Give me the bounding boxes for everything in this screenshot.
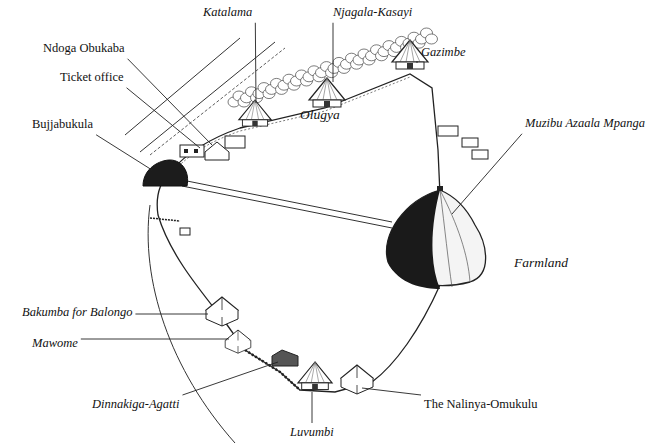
place-label: Luvumbi: [290, 426, 334, 440]
place-label: Farmland: [514, 256, 568, 271]
place-label: Bujjabukula: [32, 118, 93, 132]
leader-line: [128, 59, 212, 145]
place-label: Dinnakiga-Agatti: [92, 398, 180, 412]
place-label: Mawome: [32, 337, 78, 351]
leader-line: [255, 23, 257, 103]
place-label: Olugya: [300, 108, 340, 123]
place-label: Ndoga Obukaba: [43, 42, 125, 56]
tree: [426, 34, 438, 44]
leader-line: [81, 339, 229, 340]
leader-line: [135, 314, 208, 315]
place-label: Ticket office: [60, 71, 124, 85]
place-label: Bakumba for Balongo: [22, 306, 132, 320]
leader-line: [452, 134, 522, 214]
place-label: Njagala-Kasayi: [333, 6, 412, 20]
leader-line: [96, 135, 152, 170]
place-label: Gazimbe: [421, 46, 465, 60]
place-label: The Nalinya-Omukulu: [424, 398, 538, 412]
leader-line: [416, 62, 418, 63]
leader-line: [362, 388, 421, 395]
place-label: Muzibu Azaala Mpanga: [525, 117, 645, 131]
place-label: Katalama: [203, 6, 252, 20]
leader-line: [333, 23, 334, 82]
leader-line: [183, 362, 279, 395]
leader-line: [312, 392, 313, 423]
leader-line: [127, 88, 200, 148]
